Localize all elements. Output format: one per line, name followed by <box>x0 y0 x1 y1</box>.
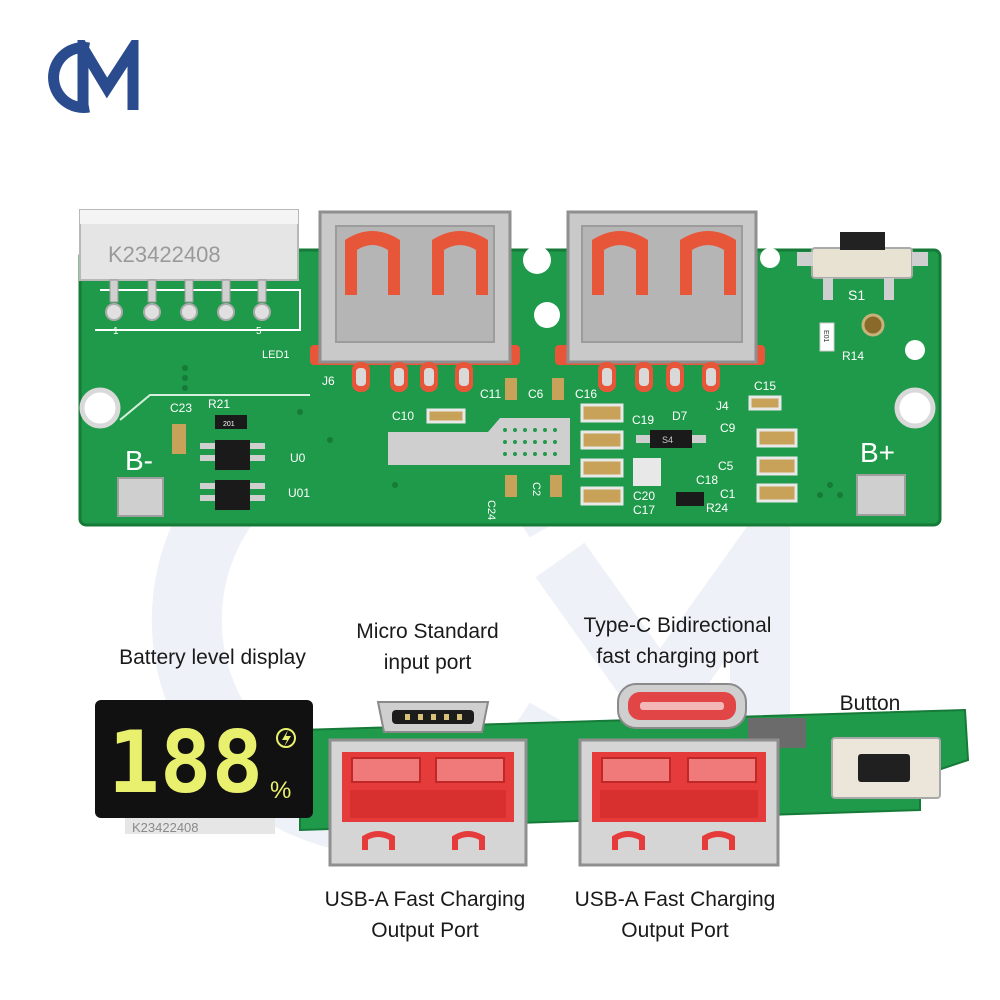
test-pad <box>861 313 885 337</box>
tactile-switch-s1 <box>797 232 928 300</box>
mounting-hole <box>760 248 780 268</box>
mounting-hole <box>534 302 560 328</box>
usb-a-output-port-left <box>328 738 528 867</box>
display-percent: % <box>270 777 291 804</box>
silk-d7: D7 <box>672 409 688 423</box>
pin-label-1: 1 <box>113 326 119 337</box>
caption-typec-line2: fast charging port <box>596 645 759 668</box>
silk-r24: R24 <box>706 501 728 515</box>
silk-u01: U01 <box>288 486 310 500</box>
caption-micro-line1: Micro Standard <box>356 620 499 643</box>
micro-usb-input-port <box>376 701 490 733</box>
silk-s1: S1 <box>848 287 865 303</box>
silk-b-minus: B- <box>125 445 153 476</box>
chip-marking-led: E01 <box>822 330 829 343</box>
caption-typec-port: Type-C Bidirectional fast charging port <box>555 610 800 672</box>
caption-battery-display: Battery level display <box>119 646 306 669</box>
capacitor-array <box>426 395 798 506</box>
display-digits: 188 <box>108 713 263 813</box>
caption-micro-line2: input port <box>383 651 472 674</box>
silk-c9: C9 <box>720 421 736 435</box>
silk-r14: R14 <box>842 349 864 363</box>
caption-micro-port: Micro Standard input port <box>330 616 525 678</box>
mosfet-u01 <box>200 480 265 510</box>
bottom-pcb-side-view: K23422408 188 % <box>95 683 970 867</box>
silk-c16: C16 <box>575 387 597 401</box>
battery-positive-pad <box>856 474 906 516</box>
type-c-port <box>617 683 747 729</box>
caption-typec-line1: Type-C Bidirectional <box>583 614 772 637</box>
usb-a-port-j4 <box>555 210 765 392</box>
diode-d7 <box>650 430 692 448</box>
silk-c11: C11 <box>480 387 501 401</box>
battery-level-display <box>95 700 313 818</box>
silk-c18: C18 <box>696 473 718 487</box>
chip-marking-r21: 201 <box>223 421 235 428</box>
caption-usb-a-right-line2: Output Port <box>621 919 729 942</box>
side-push-button <box>831 737 941 799</box>
mounting-hole <box>523 246 551 274</box>
silk-c1: C1 <box>720 487 736 501</box>
silk-led1: LED1 <box>262 349 290 361</box>
silk-c10: C10 <box>392 409 414 423</box>
silk-c23: C23 <box>170 401 192 415</box>
silk-c20: C20 <box>633 489 655 503</box>
display-module-code: K23422408 <box>108 242 221 267</box>
mosfet-u0 <box>200 440 265 470</box>
silk-c19: C19 <box>632 413 654 427</box>
silk-b-plus: B+ <box>860 437 895 468</box>
silk-u0: U0 <box>290 451 306 465</box>
top-pcb-board: K23422408 1 5 LED1 J6 J4 S1 R14 C23 R21 … <box>78 209 942 527</box>
caption-usb-a-left: USB-A Fast Charging Output Port <box>300 884 550 946</box>
silk-r21: R21 <box>208 397 230 411</box>
pin-label-5: 5 <box>256 326 262 337</box>
silk-j4: J4 <box>716 399 729 413</box>
caption-button: Button <box>839 692 901 715</box>
battery-negative-pad <box>117 477 164 517</box>
silk-c15: C15 <box>754 379 776 393</box>
mounting-hole <box>905 340 925 360</box>
silk-c6: C6 <box>528 387 544 401</box>
silk-c24: C24 <box>485 500 497 520</box>
lightning-icon <box>276 728 296 748</box>
silk-c5: C5 <box>718 459 734 473</box>
brand-logo <box>48 40 139 113</box>
caption-usb-a-right-line1: USB-A Fast Charging <box>574 888 776 911</box>
usb-a-port-j6 <box>310 210 520 392</box>
silk-j6: J6 <box>322 374 335 388</box>
mounting-hole <box>894 387 936 429</box>
caption-usb-a-left-line1: USB-A Fast Charging <box>324 888 526 911</box>
bottom-display-module-code: K23422408 <box>132 820 199 835</box>
silk-c17: C17 <box>633 503 655 517</box>
usb-a-output-port-right <box>578 738 780 867</box>
caption-usb-a-left-line2: Output Port <box>371 919 479 942</box>
chip-marking-d7: S4 <box>662 435 673 445</box>
caption-usb-a-right: USB-A Fast Charging Output Port <box>550 884 800 946</box>
mounting-hole <box>79 387 121 429</box>
silk-c2: C2 <box>530 482 542 496</box>
